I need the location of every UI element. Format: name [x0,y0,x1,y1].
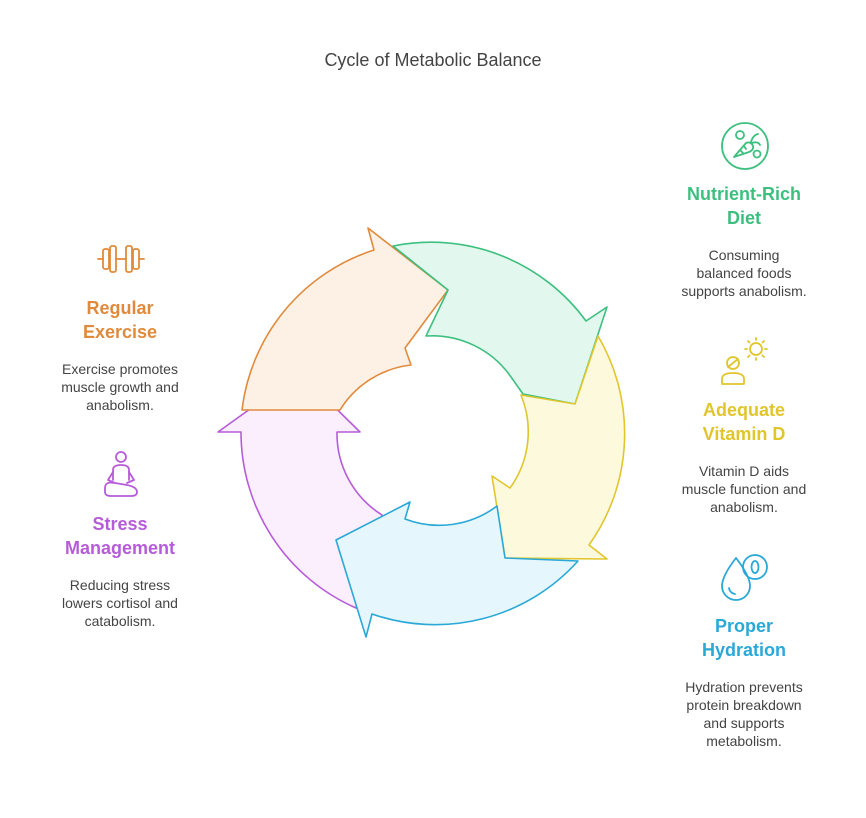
diagram-title: Cycle of Metabolic Balance [324,50,542,70]
stress-heading: Stress Management [64,514,176,558]
diet-description: Consuming balanced foods supports anabol… [681,247,807,299]
diet-heading: Nutrient-Rich Diet [687,184,801,228]
stress-item: Stress Management Reducing stress lowers… [40,512,200,630]
exercise-item: Regular Exercise Exercise promotes muscl… [40,296,200,414]
cycle-arrow-vitamin[interactable] [491,335,626,560]
hydration-description: Hydration prevents protein breakdown and… [685,679,803,749]
meditation-icon [104,451,138,497]
hydration-heading: Proper Hydration [701,616,786,660]
vitamin-item: Adequate Vitamin D Vitamin D aids muscle… [666,398,822,516]
stress-description: Reducing stress lowers cortisol and cata… [62,577,178,629]
diet-item: Nutrient-Rich Diet Consuming balanced fo… [666,182,822,300]
water-drop-icon [721,554,768,601]
cycle-arrow-hydration[interactable] [335,501,579,638]
vitamin-description: Vitamin D aids muscle function and anabo… [681,463,807,515]
sun-person-icon [721,337,768,385]
cycle-arrow-diet[interactable] [392,241,608,405]
cycle-arrow-exercise[interactable] [241,227,449,411]
vegetables-icon [721,122,769,170]
exercise-heading: Regular Exercise [82,298,158,342]
dumbbell-icon [97,245,145,273]
hydration-item: Proper Hydration Hydration prevents prot… [666,614,822,750]
exercise-description: Exercise promotes muscle growth and anab… [61,361,179,413]
vitamin-heading: Adequate Vitamin D [702,400,786,444]
